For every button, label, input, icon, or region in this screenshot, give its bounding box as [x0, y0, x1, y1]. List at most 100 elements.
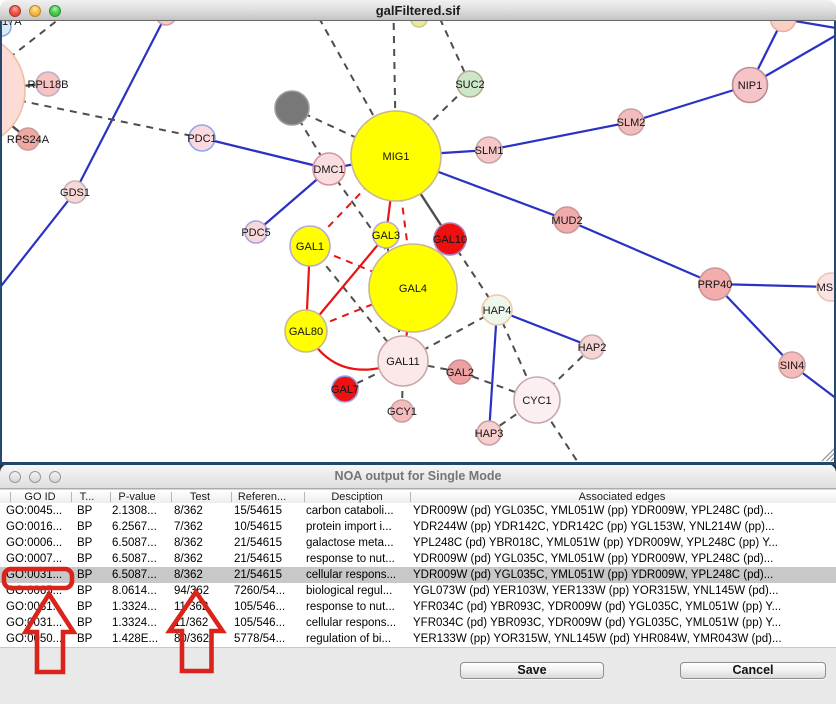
node-label-gcy1: GCY1: [387, 406, 417, 418]
minimize-icon[interactable]: [29, 471, 41, 483]
table-cell: 11/362: [174, 617, 209, 629]
column-header-associated-edges[interactable]: Associated edges: [578, 491, 666, 503]
zoom-icon[interactable]: [49, 5, 61, 17]
noa-window-titlebar[interactable]: NOA output for Single Mode: [0, 464, 836, 489]
column-separator: [304, 492, 305, 502]
graph-edge[interactable]: [488, 120, 632, 152]
column-header-referen---[interactable]: Referen...: [237, 491, 287, 503]
graph-node-mud2[interactable]: [553, 206, 581, 234]
graph-edge[interactable]: [402, 360, 461, 373]
graph-node-gds1[interactable]: [63, 180, 87, 204]
graph-node-hap2[interactable]: [579, 334, 605, 360]
graph-node-gal2[interactable]: [447, 359, 473, 385]
graph-edge[interactable]: [487, 309, 499, 434]
cancel-button[interactable]: Cancel: [680, 662, 826, 679]
graph-edge[interactable]: [201, 136, 330, 171]
graph-node-slm2[interactable]: [617, 108, 645, 136]
node-layer: RPL18BRPS24AGDS1PDC1DMC1MIG1SUC2SLM1SLM2…: [0, 4, 836, 446]
column-header-test[interactable]: Test: [189, 491, 211, 503]
graph-node-hap4[interactable]: [481, 294, 513, 326]
graph-edge[interactable]: [714, 283, 793, 366]
table-cell: 8.0614...: [112, 585, 157, 597]
save-button[interactable]: Save: [460, 662, 604, 679]
column-header-desciption[interactable]: Desciption: [331, 491, 383, 503]
graph-node-dmc1[interactable]: [312, 152, 346, 186]
graph-node-gal7[interactable]: [331, 375, 359, 403]
table-cell: GO:0006...: [6, 537, 63, 549]
graph-node-sin4[interactable]: [778, 351, 806, 379]
graph-edge[interactable]: [0, 90, 29, 140]
table-cell: YGL073W (pd) YER103W, YER133W (pp) YOR31…: [413, 585, 779, 597]
table-cell: GO:0050...: [6, 633, 63, 645]
column-header-go-id[interactable]: GO ID: [24, 491, 56, 503]
close-icon[interactable]: [9, 5, 21, 17]
graph-edge[interactable]: [74, 14, 167, 193]
graph-node-slm1[interactable]: [475, 136, 503, 164]
column-header-p-value[interactable]: P-value: [118, 491, 156, 503]
graph-node-gal4[interactable]: [368, 243, 458, 333]
graph-node-rps24a[interactable]: [16, 127, 40, 151]
noa-window-title: NOA output for Single Mode: [334, 469, 502, 483]
graph-node-gal10[interactable]: [433, 222, 467, 256]
table-cell: 6.2567...: [112, 521, 157, 533]
zoom-icon[interactable]: [49, 471, 61, 483]
graph-node-bigpink[interactable]: [0, 33, 26, 147]
graph-node-suc2[interactable]: [456, 70, 484, 98]
graph-node-pdc1[interactable]: [188, 124, 216, 152]
network-window-titlebar[interactable]: galFiltered.sif: [0, 0, 836, 21]
graph-node-nip1[interactable]: [731, 66, 769, 104]
graph-node-hap3[interactable]: [476, 420, 502, 446]
table-cell: carbon cataboli...: [306, 505, 394, 517]
graph-node-pdc5[interactable]: [244, 220, 268, 244]
node-label-rpl18b: RPL18B: [28, 79, 69, 91]
close-icon[interactable]: [9, 471, 21, 483]
traffic-lights-inactive: [9, 471, 69, 483]
table-cell: GO:0031...: [6, 617, 63, 629]
graph-node-msl1[interactable]: [816, 272, 836, 302]
graph-edge[interactable]: [566, 218, 716, 286]
table-cell: 80/362: [174, 633, 210, 645]
table-cell: 1.428E...: [112, 633, 159, 645]
resize-grip-icon[interactable]: [826, 452, 836, 462]
graph-edge[interactable]: [488, 399, 538, 434]
graph-edge[interactable]: [714, 282, 832, 289]
resize-grip-icon[interactable]: [821, 447, 836, 462]
table-cell: BP: [77, 537, 93, 549]
graph-node-gal80[interactable]: [284, 309, 328, 353]
node-label-gal4: GAL4: [399, 283, 427, 295]
table-cell: 8/362: [174, 505, 203, 517]
graph-node-rpl18b[interactable]: [35, 71, 61, 97]
network-canvas[interactable]: RPL18BRPS24AGDS1PDC1DMC1MIG1SUC2SLM1SLM2…: [0, 0, 836, 465]
graph-node-prp40[interactable]: [698, 267, 732, 301]
graph-node-gal3[interactable]: [372, 221, 400, 249]
graph-node-gcy1[interactable]: [390, 399, 414, 423]
table-cell: BP: [77, 633, 93, 645]
graph-node-gal1[interactable]: [289, 225, 331, 267]
minimize-icon[interactable]: [29, 5, 41, 17]
graph-edge[interactable]: [402, 309, 498, 362]
graph-edge[interactable]: [630, 83, 751, 124]
column-header-t---[interactable]: T...: [79, 491, 95, 503]
graph-edge[interactable]: [0, 191, 76, 295]
graph-node-cyc1[interactable]: [513, 376, 561, 424]
table-cell: 8/362: [174, 569, 203, 581]
graph-node-gray[interactable]: [274, 90, 310, 126]
graph-edge[interactable]: [496, 308, 593, 349]
graph-node-gal11[interactable]: [377, 335, 429, 387]
table-cell: GO:0065...: [6, 585, 63, 597]
node-label-mud2: MUD2: [551, 215, 582, 227]
graph-node-mig1[interactable]: [350, 110, 442, 202]
table-cell: response to nut...: [306, 553, 395, 565]
table-cell: BP: [77, 553, 93, 565]
node-label-hap2: HAP2: [578, 342, 607, 354]
